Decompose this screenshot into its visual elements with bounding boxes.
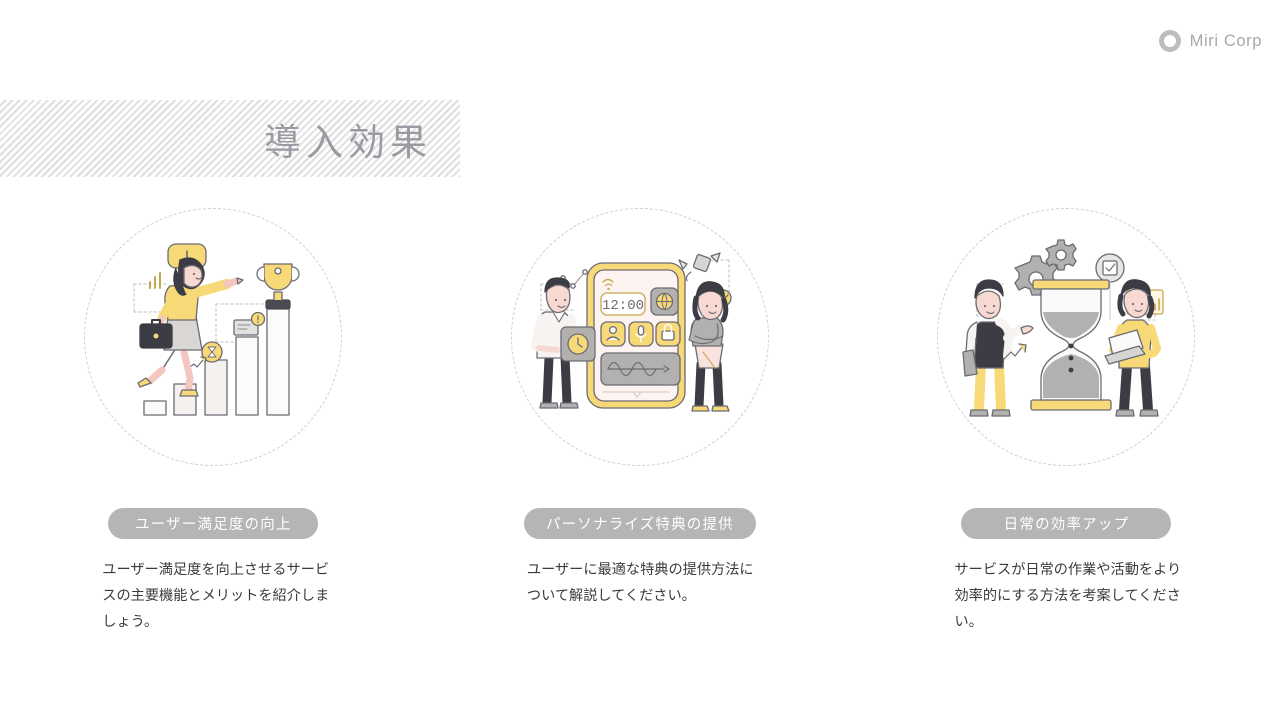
body-text-personalized: ユーザーに最適な特典の提供方法について解説してください。: [526, 562, 754, 604]
pill-efficiency[interactable]: 日常の効率アップ: [961, 508, 1172, 539]
brand-logo: Miri Corp: [1158, 30, 1262, 52]
column-efficiency: 日常の効率アップ サービスが日常の作業や活動をより効率的にする方法を考案してくだ…: [853, 208, 1280, 635]
illustration-circle-3: [937, 208, 1196, 466]
people-with-hourglass-and-gears-illustration: [962, 239, 1165, 417]
pill-label: 日常の効率アップ: [1003, 517, 1130, 533]
page-title: 導入効果: [264, 121, 432, 163]
svg-text:12:00: 12:00: [602, 298, 644, 314]
two-people-with-smartphone-app-illustration: 12:00: [530, 252, 732, 412]
woman-climbing-bar-chart-to-trophy-illustration: [133, 243, 300, 416]
pill-label: パーソナライズ特典の提供: [545, 517, 734, 533]
body-text-satisfaction: ユーザー満足度を向上させるサービスの主要機能とメリットを紹介しましょう。: [102, 562, 330, 630]
ring-logo-icon: [1158, 30, 1181, 52]
column-personalized: 12:00: [427, 208, 854, 635]
pill-satisfaction[interactable]: ユーザー満足度の向上: [108, 508, 319, 539]
column-satisfaction: ユーザー満足度の向上 ユーザー満足度を向上させるサービスの主要機能とメリットを紹…: [0, 208, 427, 635]
body-text-efficiency: サービスが日常の作業や活動をより効率的にする方法を考案してください。: [954, 562, 1182, 630]
pill-label: ユーザー満足度の向上: [134, 517, 292, 533]
brand-name: Miri Corp: [1189, 31, 1262, 50]
title-banner: 導入効果: [0, 100, 460, 177]
illustration-circle-2: 12:00: [510, 208, 769, 466]
illustration-circle-1: [84, 208, 343, 466]
pill-personalized[interactable]: パーソナライズ特典の提供: [523, 508, 756, 539]
content-columns: ユーザー満足度の向上 ユーザー満足度を向上させるサービスの主要機能とメリットを紹…: [0, 208, 1280, 635]
